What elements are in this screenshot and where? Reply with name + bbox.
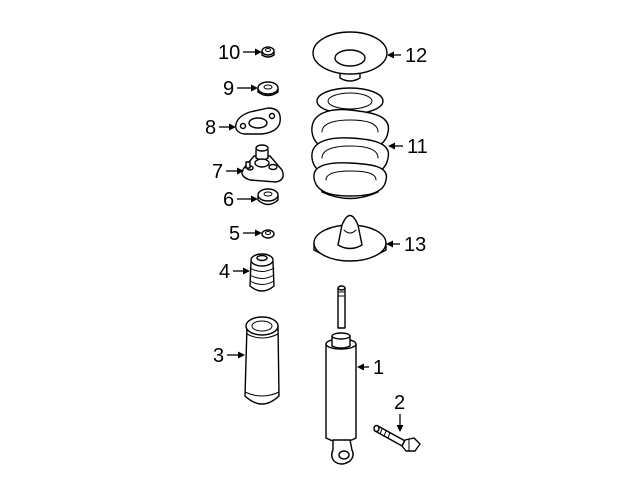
callout-3: 3 [213,345,245,367]
callout-13: 13 [386,234,426,256]
callout-6: 6 [223,189,258,211]
part-lower-insulator [313,214,387,262]
callout-label-13: 13 [404,234,426,256]
callout-11: 11 [388,136,428,158]
callout-2: 2 [394,392,405,432]
callout-label-1: 1 [373,357,384,379]
part-spacer [257,188,279,206]
part-nut-top [261,46,275,58]
callout-1: 1 [357,357,384,379]
callout-4: 4 [219,261,250,283]
callout-label-9: 9 [223,78,234,100]
callout-10: 10 [218,42,262,64]
callout-7: 7 [212,161,244,183]
callout-label-3: 3 [213,345,224,367]
part-washer [257,81,279,97]
part-bolt [373,424,421,452]
callout-label-8: 8 [205,117,216,139]
callout-label-4: 4 [219,261,230,283]
part-coil-spring [311,87,390,200]
part-shock-absorber [325,285,357,465]
callout-5: 5 [229,223,262,245]
part-strut-mount [241,144,284,183]
callout-12: 12 [387,45,427,67]
part-dust-boot [244,316,280,405]
callout-label-11: 11 [407,136,428,158]
callout-label-5: 5 [229,223,240,245]
part-upper-spring-seat [312,31,388,82]
callout-label-2: 2 [394,392,405,414]
callout-label-7: 7 [212,161,223,183]
callout-label-10: 10 [218,42,240,64]
callout-label-12: 12 [405,45,427,67]
callout-9: 9 [223,78,258,100]
part-mounting-plate [234,107,281,135]
callout-label-6: 6 [223,189,234,211]
callout-8: 8 [205,117,236,139]
part-nut-small [261,229,275,239]
part-bump-stop [249,253,275,292]
